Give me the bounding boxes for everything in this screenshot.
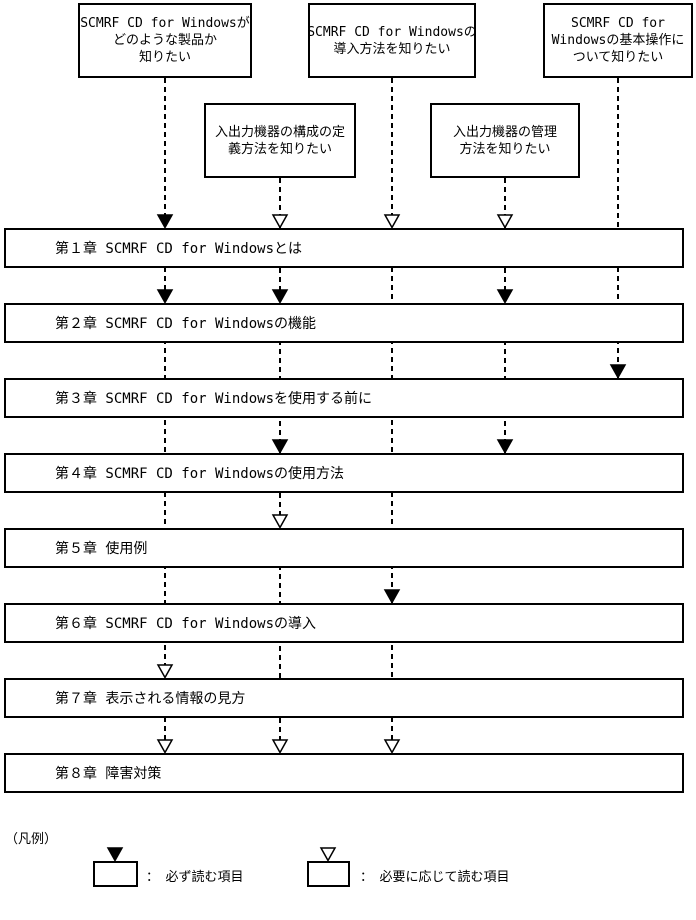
chapter-bar-2: 第２章 SCMRF CD for Windowsの機能	[4, 303, 684, 343]
question-box-product-overview: SCMRF CD for Windowsがどのような製品か知りたい	[78, 3, 252, 78]
filled-arrow-icon	[271, 439, 289, 454]
chapter-bar-8: 第８章 障害対策	[4, 753, 684, 793]
legend-label-must-read: ： 必ず読む項目	[146, 870, 244, 885]
chapter-title: 第４章 SCMRF CD for Windowsの使用方法	[55, 466, 345, 482]
question-box-io-management: 入出力機器の管理方法を知りたい	[430, 103, 580, 178]
hollow-arrow-icon	[156, 664, 174, 679]
chapter-bar-5: 第５章 使用例	[4, 528, 684, 568]
question-box-text-line: SCMRF CD for Windowsの	[307, 24, 477, 40]
chapter-bar-1: 第１章 SCMRF CD for Windowsとは	[4, 228, 684, 268]
question-box-text-line: 入出力機器の管理	[452, 124, 557, 140]
hollow-arrow-icon	[271, 739, 289, 754]
question-box-io-config-definition: 入出力機器の構成の定義方法を知りたい	[204, 103, 356, 178]
question-box-text-line: ついて知りたい	[572, 50, 664, 65]
question-box-text-line: 入出力機器の構成の定	[214, 124, 345, 140]
chapter-title: 第５章 使用例	[55, 541, 148, 557]
legend-title: （凡例）	[5, 832, 58, 847]
legend-box-read-as-needed	[307, 861, 350, 887]
question-box-text-line: SCMRF CD for Windowsが	[80, 16, 250, 31]
hollow-arrow-icon	[319, 847, 337, 862]
hollow-arrow-icon	[383, 214, 401, 229]
hollow-arrow-icon	[156, 739, 174, 754]
question-box-text-line: 方法を知りたい	[459, 141, 551, 157]
chapter-title: 第７章 表示される情報の見方	[55, 691, 246, 707]
hollow-arrow-icon	[271, 214, 289, 229]
legend-box-must-read	[93, 861, 138, 887]
filled-arrow-icon	[156, 289, 174, 304]
question-box-text-line: 知りたい	[138, 50, 191, 65]
chapter-bar-7: 第７章 表示される情報の見方	[4, 678, 684, 718]
chapter-bar-4: 第４章 SCMRF CD for Windowsの使用方法	[4, 453, 684, 493]
chapter-title: 第３章 SCMRF CD for Windowsを使用する前に	[55, 391, 373, 407]
question-box-text-line: 導入方法を知りたい	[333, 41, 451, 57]
hollow-arrow-icon	[496, 214, 514, 229]
filled-arrow-icon	[383, 589, 401, 604]
filled-arrow-icon	[271, 289, 289, 304]
chapter-title: 第６章 SCMRF CD for Windowsの導入	[55, 616, 317, 632]
question-box-text-line: SCMRF CD for	[571, 16, 665, 31]
question-box-text-line: どのような製品か	[112, 33, 217, 48]
chapter-bar-3: 第３章 SCMRF CD for Windowsを使用する前に	[4, 378, 684, 418]
filled-arrow-icon	[609, 364, 627, 379]
question-box-text-line: 義方法を知りたい	[227, 141, 332, 157]
filled-arrow-icon	[156, 214, 174, 229]
chapter-title: 第８章 障害対策	[55, 766, 162, 782]
hollow-arrow-icon	[383, 739, 401, 754]
chapter-title: 第１章 SCMRF CD for Windowsとは	[55, 241, 303, 257]
question-box-installation: SCMRF CD for Windowsの導入方法を知りたい	[307, 3, 477, 78]
filled-arrow-icon	[496, 439, 514, 454]
chapter-bar-6: 第６章 SCMRF CD for Windowsの導入	[4, 603, 684, 643]
legend-label-read-as-needed: ： 必要に応じて読む項目	[360, 870, 510, 885]
question-box-text-line: Windowsの基本操作に	[551, 33, 685, 48]
chapter-title: 第２章 SCMRF CD for Windowsの機能	[55, 316, 317, 332]
filled-arrow-icon	[106, 847, 124, 862]
filled-arrow-icon	[496, 289, 514, 304]
hollow-arrow-icon	[271, 514, 289, 529]
